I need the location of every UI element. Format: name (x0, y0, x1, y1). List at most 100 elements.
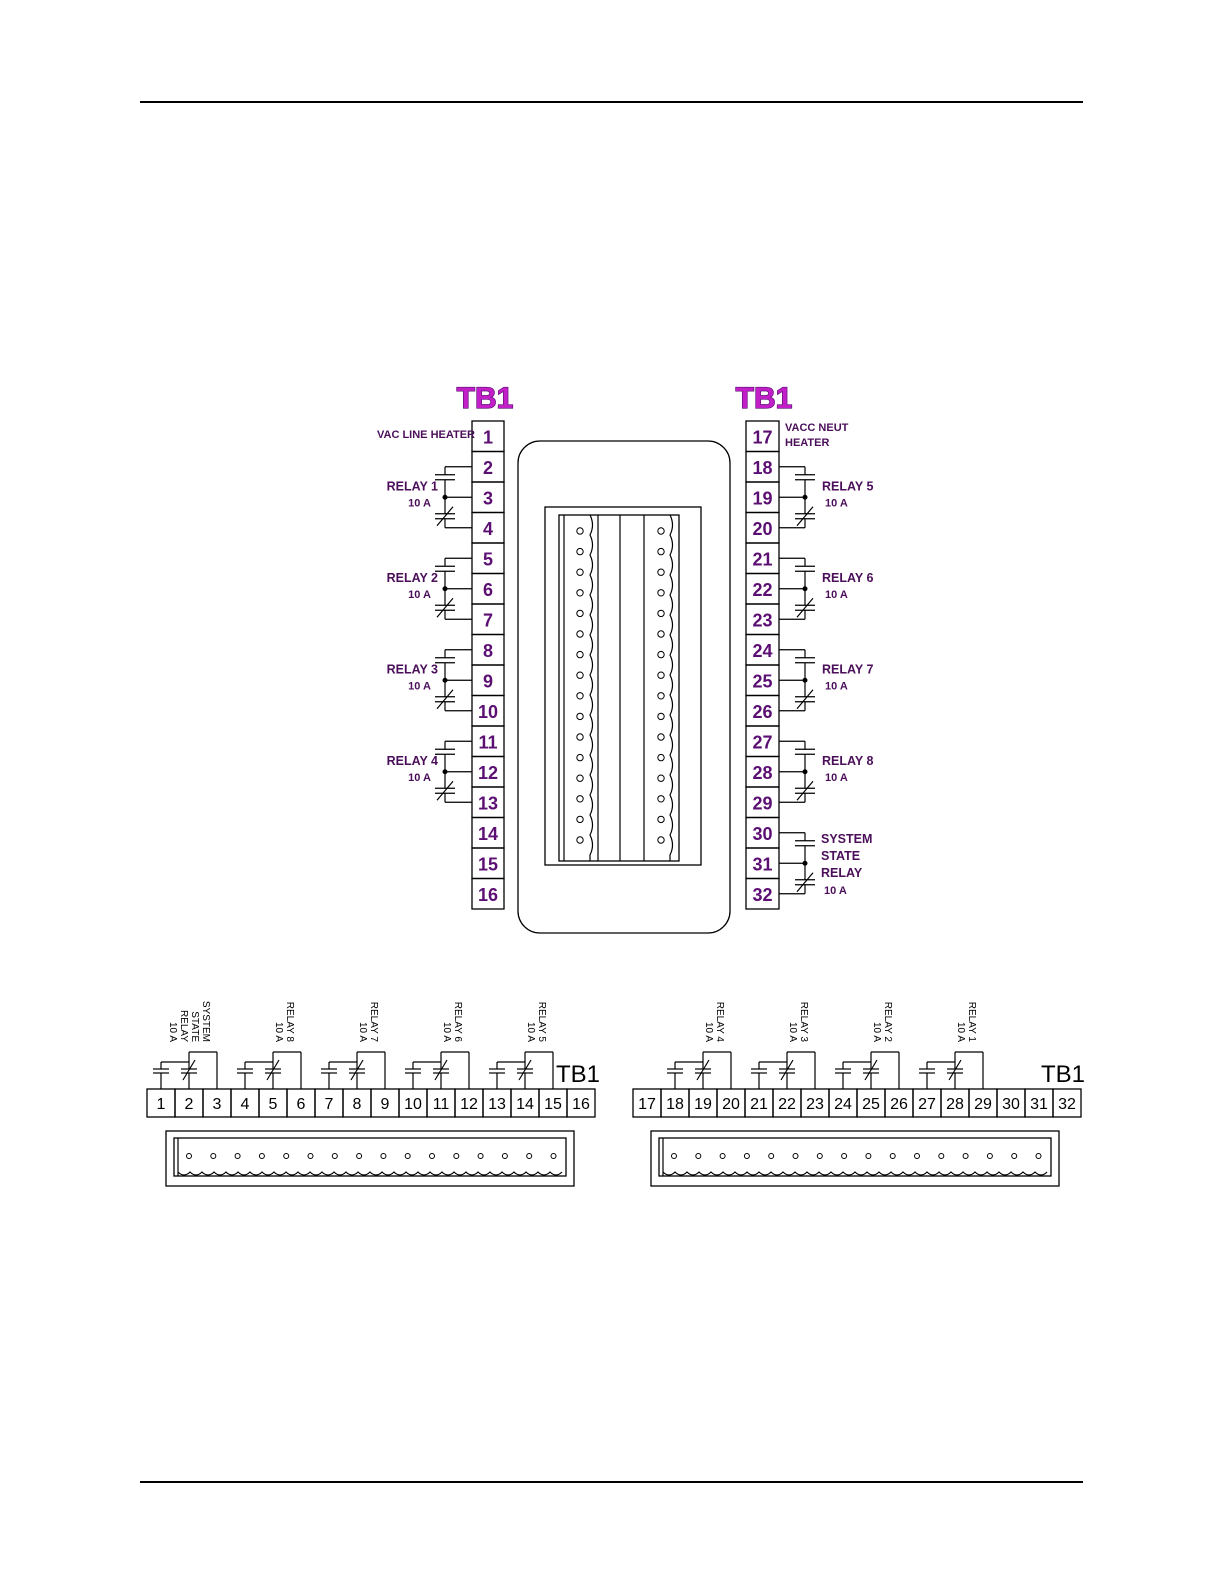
svg-text:18: 18 (752, 458, 772, 478)
left-relay-2-rating: 10 A (408, 589, 431, 601)
svg-text:22: 22 (778, 1096, 796, 1113)
left-terminal-2: 2 (471, 450, 505, 483)
bottom-left-relay-label-3-line-2: 10 A (357, 1022, 368, 1042)
bottom-right-terminal-30: 30 (996, 1088, 1026, 1118)
bottom-left-terminal-12: 12 (454, 1088, 484, 1118)
right-terminal-30: 30 (745, 816, 780, 849)
left-terminal-9: 9 (471, 664, 505, 697)
right-relay-6-name: RELAY 6 (822, 571, 873, 585)
svg-text:4: 4 (241, 1096, 250, 1113)
svg-text:25: 25 (862, 1096, 880, 1113)
left-relay-4-name: RELAY 4 (387, 754, 438, 768)
svg-text:8: 8 (353, 1096, 362, 1113)
svg-text:32: 32 (752, 885, 772, 905)
bottom-right-relay-label-1-line-1: RELAY 4 (714, 1002, 725, 1043)
svg-text:20: 20 (752, 519, 772, 539)
left-terminal-10: 10 (471, 694, 505, 727)
left-terminal-15: 15 (471, 847, 505, 880)
bottom-left-relay-label-1-line-2: STATE (189, 1011, 200, 1042)
svg-text:20: 20 (722, 1096, 740, 1113)
svg-text:17: 17 (752, 427, 772, 447)
svg-text:27: 27 (752, 732, 772, 752)
bottom-right-relay-label-4-line-2: 10 A (955, 1022, 966, 1042)
bottom-left-terminal-9: 9 (370, 1088, 400, 1118)
svg-text:23: 23 (752, 610, 772, 630)
svg-text:7: 7 (483, 610, 493, 630)
left-terminal-7: 7 (471, 603, 505, 636)
svg-text:3: 3 (213, 1096, 222, 1113)
right-terminal-20: 20 (745, 511, 780, 544)
bottom-right-terminal-19: 19 (688, 1088, 718, 1118)
bottom-left-relay-symbol-5: RELAY 510 A (489, 1002, 554, 1089)
svg-text:15: 15 (478, 854, 498, 874)
bottom-left-relay-symbol-3: RELAY 710 A (321, 1002, 386, 1089)
module-housing (517, 440, 731, 934)
svg-text:31: 31 (1030, 1096, 1048, 1113)
bottom-left-terminal-2: 2 (174, 1088, 204, 1118)
svg-text:5: 5 (269, 1096, 278, 1113)
bottom-left-terminal-11: 11 (426, 1088, 456, 1118)
bottom-left-terminal-16: 16 (566, 1088, 596, 1118)
right-terminal-24: 24 (745, 633, 780, 666)
bottom-left-tb-title: TB1 (556, 1061, 600, 1088)
system-state-relay-line2: STATE (821, 849, 860, 863)
right-relay-7-name: RELAY 7 (822, 662, 873, 676)
bottom-left-relay-label-1-line-3: RELAY (178, 1010, 189, 1042)
bottom-left-relay-label-3-line-1: RELAY 7 (368, 1002, 379, 1043)
svg-text:25: 25 (752, 671, 772, 691)
bottom-right-terminal-26: 26 (884, 1088, 914, 1118)
bottom-right-terminal-27: 27 (912, 1088, 942, 1118)
svg-text:26: 26 (890, 1096, 908, 1113)
bottom-left-terminal-6: 6 (286, 1088, 316, 1118)
left-terminal-3: 3 (471, 481, 505, 514)
left-relay-2-name: RELAY 2 (387, 571, 438, 585)
left-relay-2: RELAY 2 10 A (387, 557, 472, 620)
svg-text:2: 2 (185, 1096, 194, 1113)
svg-text:23: 23 (806, 1096, 824, 1113)
right-relay-7: RELAY 7 10 A (779, 649, 873, 712)
right-terminal-29: 29 (745, 786, 780, 819)
right-terminal-19: 19 (745, 481, 780, 514)
bottom-right-terminal-17: 17 (632, 1088, 662, 1118)
svg-text:14: 14 (478, 824, 498, 844)
svg-text:29: 29 (752, 793, 772, 813)
bottom-right-terminal-24: 24 (828, 1088, 858, 1118)
right-terminal-26: 26 (745, 694, 780, 727)
bottom-left-terminal-13: 13 (482, 1088, 512, 1118)
right-relay-7-rating: 10 A (825, 680, 848, 692)
right-relay-8: RELAY 810 A (779, 740, 873, 803)
svg-text:14: 14 (516, 1096, 534, 1113)
right-terminal-31: 31 (745, 847, 780, 880)
svg-text:3: 3 (483, 488, 493, 508)
right-terminal-22: 22 (745, 572, 780, 605)
svg-text:27: 27 (918, 1096, 936, 1113)
svg-text:21: 21 (752, 549, 772, 569)
svg-text:13: 13 (478, 793, 498, 813)
bottom-left-relay-label-5-line-2: 10 A (525, 1022, 536, 1042)
bottom-right-terminal-23: 23 (800, 1088, 830, 1118)
bottom-right-terminal-22: 22 (772, 1088, 802, 1118)
bottom-right-relay-label-3-line-2: 10 A (871, 1022, 882, 1042)
heater-label: HEATER (785, 437, 829, 449)
left-relay-4: RELAY 410 A (387, 740, 472, 803)
bottom-right-relay-symbol-2: RELAY 310 A (751, 1002, 816, 1089)
svg-text:4: 4 (483, 519, 493, 539)
bottom-left-terminal-5: 5 (258, 1088, 288, 1118)
left-terminal-5: 5 (471, 542, 505, 575)
bottom-left-terminal-8: 8 (342, 1088, 372, 1118)
svg-text:8: 8 (483, 641, 493, 661)
bottom-left-relay-label-1-line-4: 10 A (167, 1022, 178, 1042)
svg-text:24: 24 (752, 641, 772, 661)
bottom-right-relay-label-4-line-1: RELAY 1 (966, 1002, 977, 1043)
left-terminal-4: 4 (471, 511, 505, 544)
svg-text:1: 1 (483, 427, 493, 447)
svg-text:17: 17 (638, 1096, 656, 1113)
right-terminal-27: 27 (745, 725, 780, 758)
